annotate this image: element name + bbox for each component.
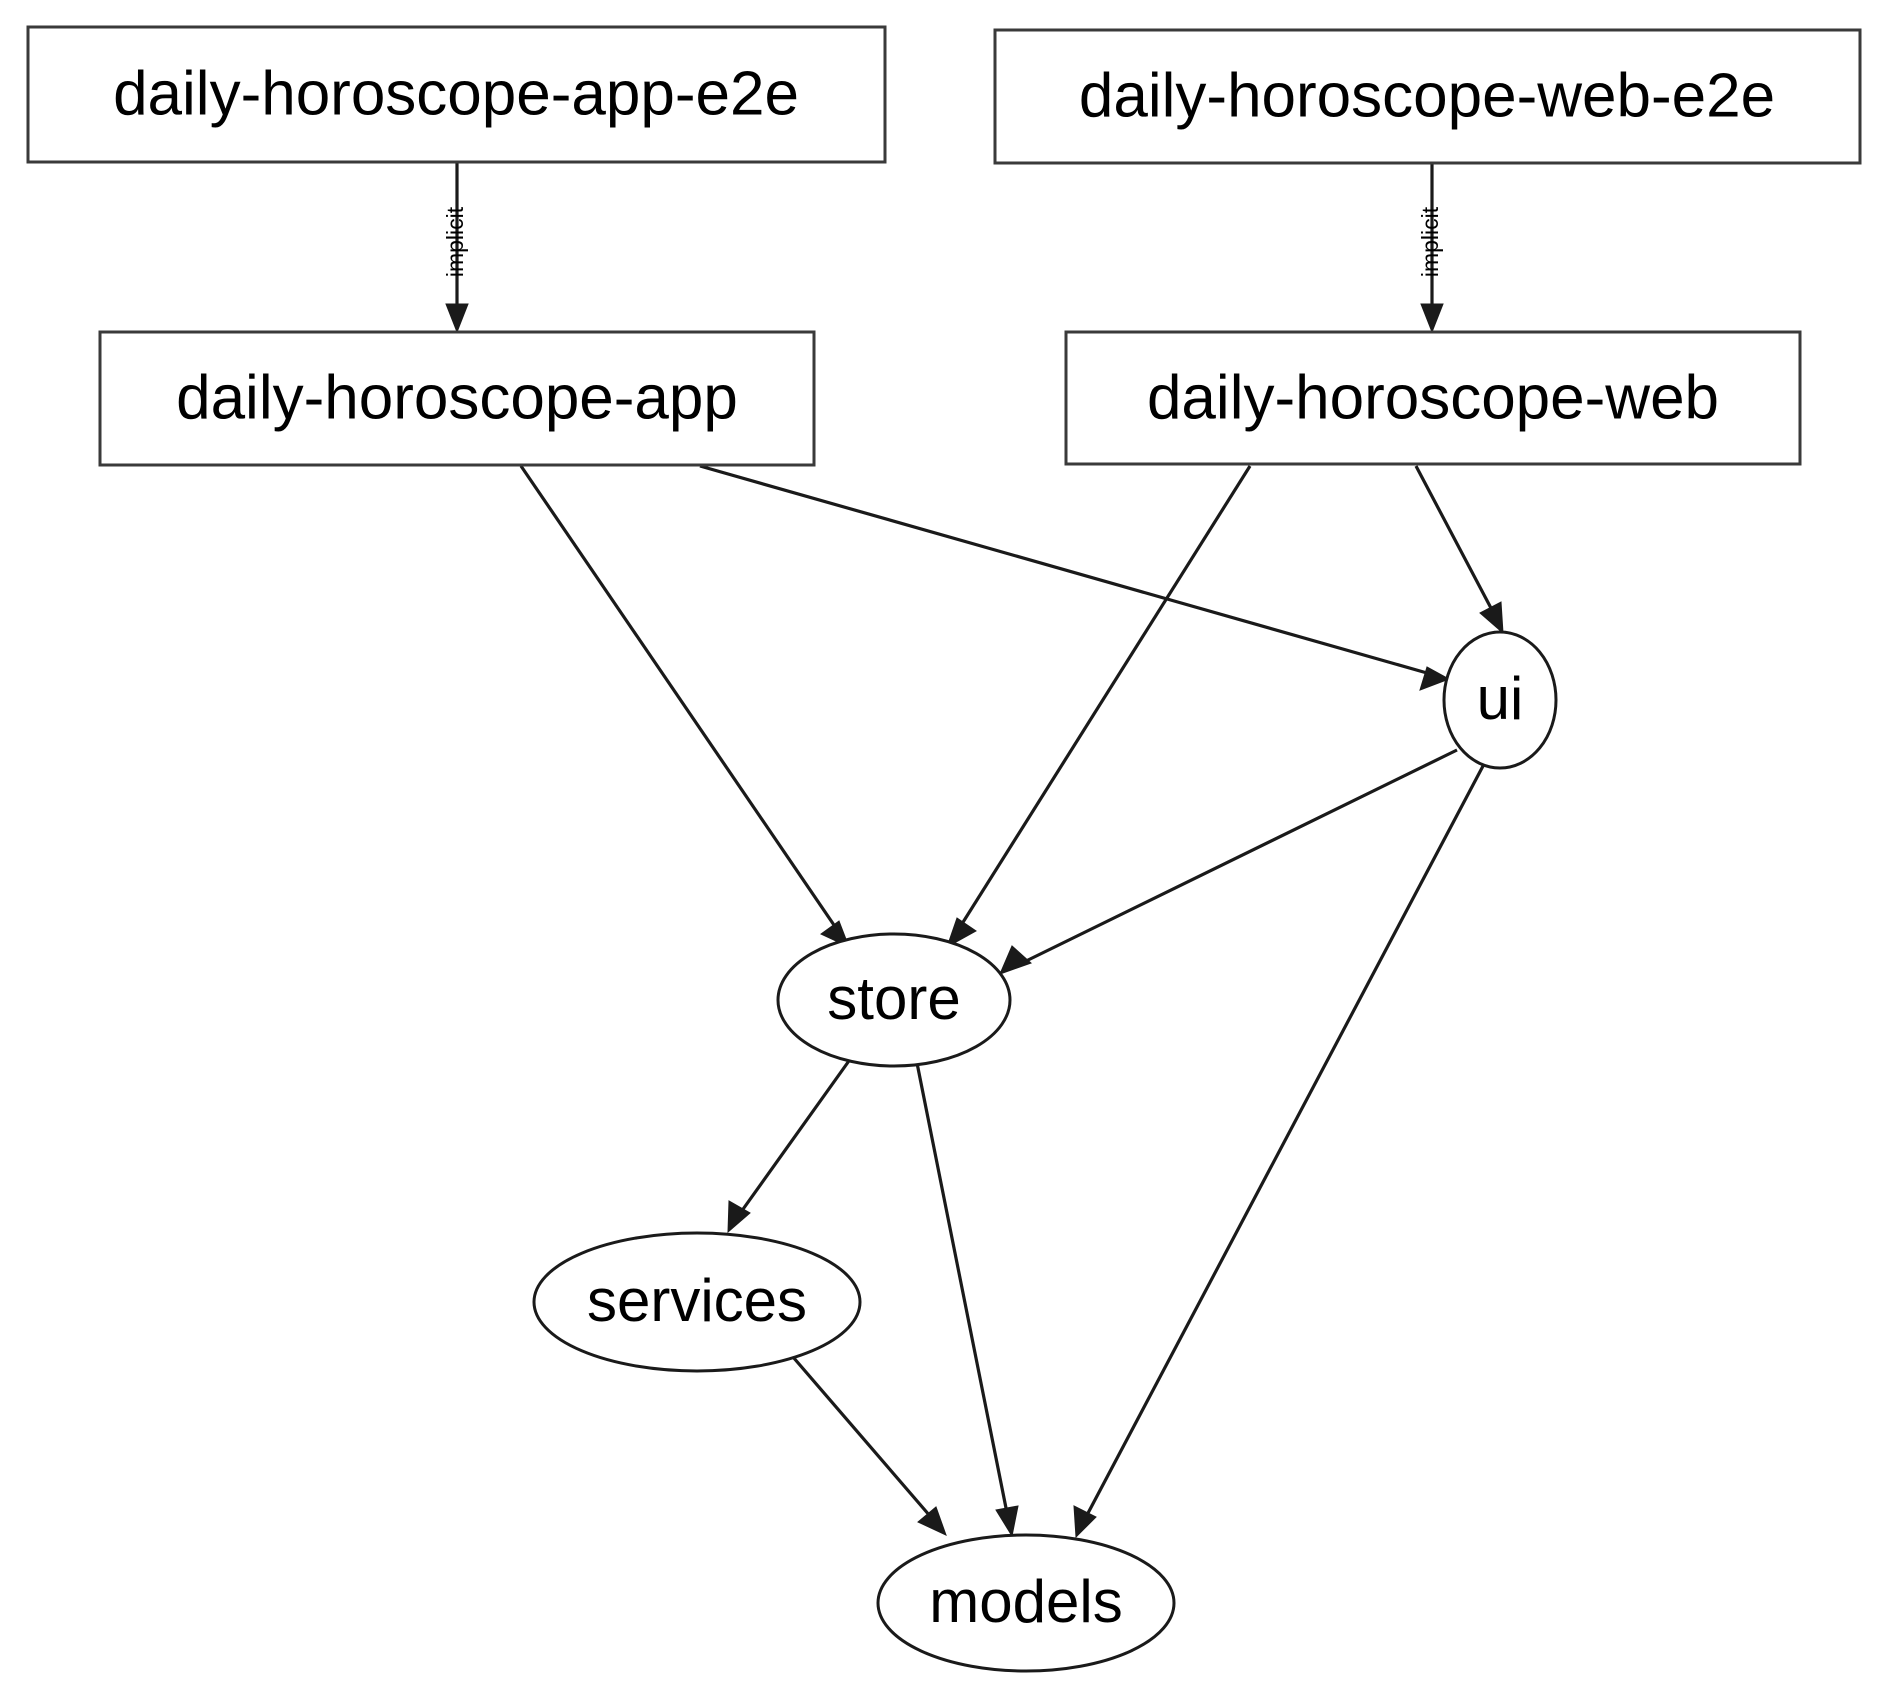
edge-line <box>1414 465 1494 611</box>
edges-layer: implicit implicit <box>442 163 1504 1539</box>
edge-line <box>739 1057 853 1213</box>
node-ellipse <box>876 1533 1176 1673</box>
node-ellipse <box>532 1231 862 1373</box>
edge-services-to-models[interactable] <box>791 1355 947 1536</box>
edge-line <box>915 1062 1009 1514</box>
edge-line <box>791 1355 932 1518</box>
arrowhead-icon <box>1479 601 1504 635</box>
node-ui[interactable]: ui <box>1442 630 1558 770</box>
node-daily-horoscope-web[interactable]: daily-horoscope-web <box>1064 330 1802 466</box>
arrowhead-icon <box>1419 666 1451 691</box>
node-daily-horoscope-web-e2e[interactable]: daily-horoscope-web-e2e <box>993 28 1862 165</box>
node-store[interactable]: store <box>776 932 1012 1068</box>
arrowhead-icon <box>1420 303 1444 334</box>
node-rect <box>993 28 1862 165</box>
node-models[interactable]: models <box>876 1533 1176 1673</box>
edge-line <box>699 464 1428 675</box>
node-label: services <box>587 1267 807 1334</box>
edge-store-to-services[interactable] <box>727 1057 853 1234</box>
edge-line <box>1085 765 1485 1516</box>
edge-label-implicit-app: implicit <box>442 206 468 277</box>
node-rect <box>26 25 887 164</box>
node-label: daily-horoscope-web <box>1147 363 1719 432</box>
edge-ui-to-models[interactable] <box>1073 765 1485 1539</box>
nodes-layer: daily-horoscope-app-e2e daily-horoscope-… <box>26 25 1862 1673</box>
edge-store-to-models[interactable] <box>915 1062 1019 1538</box>
node-daily-horoscope-app[interactable]: daily-horoscope-app <box>98 330 816 467</box>
arrowhead-icon <box>917 1506 947 1536</box>
edge-line <box>519 465 838 929</box>
arrowhead-icon <box>946 917 977 949</box>
edge-line <box>1021 748 1458 965</box>
edge-web-to-store[interactable] <box>946 465 1252 949</box>
node-ellipse <box>776 932 1012 1068</box>
edge-web-e2e-to-web[interactable]: implicit <box>1417 163 1444 334</box>
edge-web-to-ui[interactable] <box>1414 465 1504 635</box>
node-daily-horoscope-app-e2e[interactable]: daily-horoscope-app-e2e <box>26 25 887 164</box>
node-services[interactable]: services <box>532 1231 862 1373</box>
edge-label-implicit-web: implicit <box>1417 206 1443 277</box>
edge-line <box>958 465 1252 928</box>
edge-app-e2e-to-app[interactable]: implicit <box>442 163 469 334</box>
edge-app-to-ui[interactable] <box>699 464 1451 691</box>
node-ellipse <box>1442 630 1558 770</box>
node-label: daily-horoscope-web-e2e <box>1079 61 1775 130</box>
node-rect <box>98 330 816 467</box>
arrowhead-icon <box>727 1200 751 1234</box>
edge-app-to-store[interactable] <box>519 465 850 948</box>
arrowhead-icon <box>999 945 1032 975</box>
arrowhead-icon <box>995 1505 1019 1538</box>
arrowhead-icon <box>1073 1505 1097 1539</box>
node-label: ui <box>1477 665 1524 732</box>
node-label: store <box>827 965 960 1032</box>
arrowhead-icon <box>445 303 469 334</box>
node-label: daily-horoscope-app <box>176 363 738 432</box>
node-label: models <box>929 1568 1122 1635</box>
edge-ui-to-store[interactable] <box>999 748 1458 975</box>
node-rect <box>1064 330 1802 466</box>
node-label: daily-horoscope-app-e2e <box>113 59 799 128</box>
